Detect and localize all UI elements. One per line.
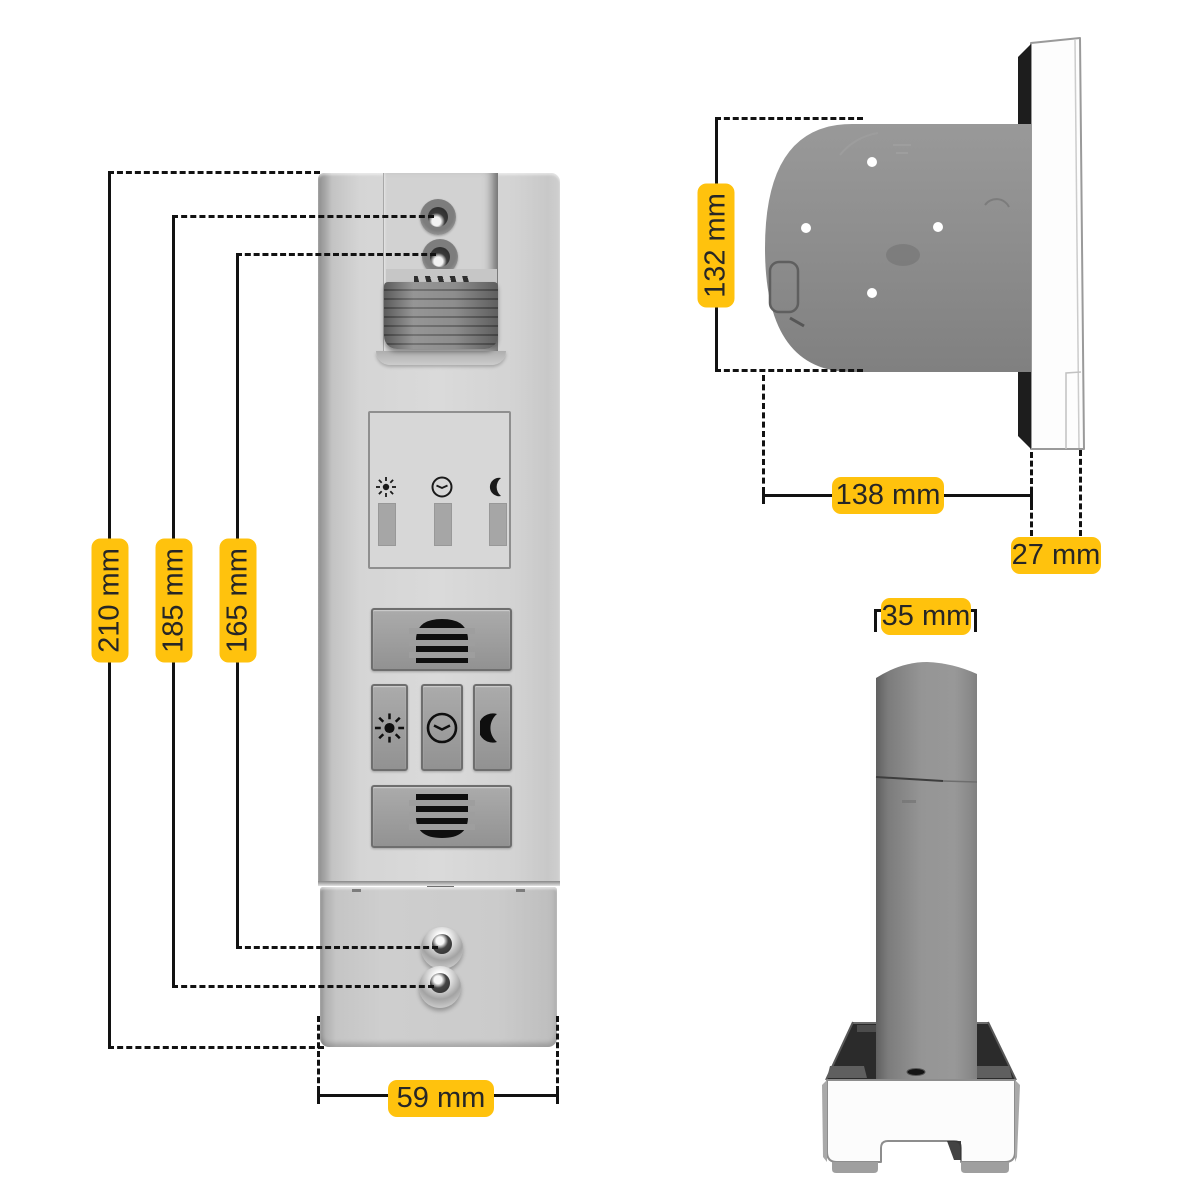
notch-bottom-shadow <box>376 351 506 365</box>
dim-tick <box>317 1087 320 1104</box>
dim-bracket-35 <box>874 609 877 632</box>
timer-icon <box>426 712 458 743</box>
bottom-screw-boss-2 <box>419 966 461 1008</box>
dim-extension-210-bottom <box>108 1046 324 1049</box>
base-hole <box>906 1068 926 1076</box>
dim-bracket-35 <box>874 609 887 612</box>
cover-mark-right <box>516 889 525 892</box>
winder-body-side <box>876 662 977 1080</box>
dim-bracket-35 <box>974 609 977 632</box>
belt-clamp <box>768 260 800 314</box>
belt-teeth <box>414 276 472 282</box>
dim-extension-59-left <box>317 1016 320 1092</box>
plate-hole <box>867 157 877 167</box>
dim-extension-165-bottom <box>236 946 438 949</box>
dim-tick <box>1030 487 1033 504</box>
shutter-down-icon <box>408 793 475 838</box>
dim-extension-185-bottom <box>172 985 434 988</box>
dim-label-165: 165 mm <box>219 538 257 663</box>
shutter-up-button <box>371 608 512 671</box>
display-panel <box>368 411 511 569</box>
side-view <box>822 662 1020 1173</box>
dim-extension-165-top <box>236 253 436 256</box>
timer-icon <box>430 475 454 499</box>
timer-level-bar <box>434 503 452 546</box>
shutter-up-icon <box>408 618 475 663</box>
sun-button <box>371 684 408 771</box>
dim-label-35: 35 mm <box>881 598 971 635</box>
sun-icon <box>374 712 405 743</box>
belt-slot <box>386 269 497 283</box>
dim-tick <box>556 1087 559 1104</box>
dim-extension-27-right <box>1079 450 1082 536</box>
dim-extension-132-top <box>715 117 863 120</box>
dim-label-210: 210 mm <box>91 538 129 663</box>
dim-label-27: 27 mm <box>1011 537 1101 574</box>
dim-label-138: 138 mm <box>832 477 944 514</box>
base-front-face <box>826 1079 1016 1163</box>
moon-level-bar <box>489 503 507 546</box>
sun-level-bar <box>378 503 396 546</box>
dim-extension-185-top <box>172 215 434 218</box>
moon-icon <box>486 475 510 499</box>
dim-extension-138-left <box>762 375 765 493</box>
plate-hole <box>933 222 943 232</box>
dim-extension-59-right <box>556 1016 559 1092</box>
plate-hole <box>867 288 877 298</box>
dim-label-59: 59 mm <box>388 1080 494 1117</box>
belt-roller <box>384 282 498 349</box>
top-view <box>765 37 1085 450</box>
moon-button <box>473 684 512 771</box>
plate-hole <box>801 223 811 233</box>
dim-extension-132-bottom <box>715 369 863 372</box>
base-foot-left <box>832 1162 878 1173</box>
dim-tick <box>762 487 765 504</box>
base-foot-right <box>961 1162 1009 1173</box>
housing-seam-side <box>875 776 944 782</box>
timer-button <box>421 684 463 771</box>
dim-label-185: 185 mm <box>155 538 193 663</box>
cover-mark-left <box>352 889 361 892</box>
dim-extension-210-top <box>108 171 320 174</box>
housing-seam <box>318 881 560 886</box>
sun-icon <box>374 475 398 499</box>
shutter-down-button <box>371 785 512 848</box>
dim-label-132: 132 mm <box>697 183 735 308</box>
moon-icon <box>479 712 497 743</box>
